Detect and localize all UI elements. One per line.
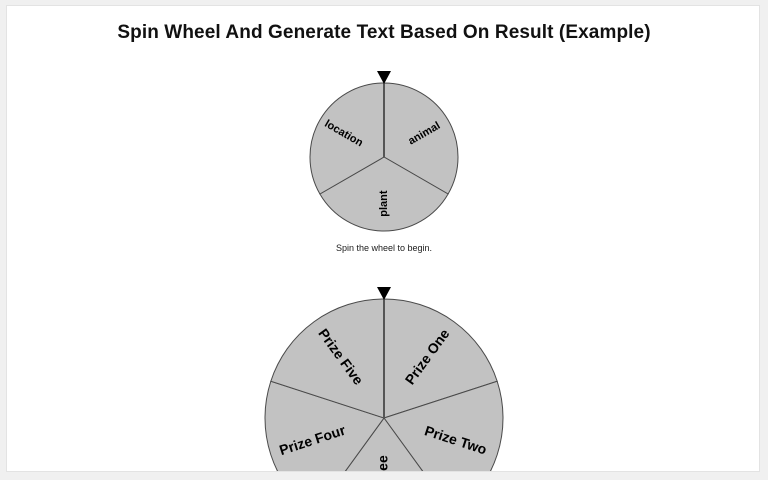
category-wheel-status-text: Spin the wheel to begin.: [335, 243, 433, 253]
triangle-down-pointer-icon: [377, 287, 391, 300]
triangle-down-pointer-icon: [377, 71, 391, 84]
wheel-segment[interactable]: [383, 380, 504, 472]
wheel-segment[interactable]: [383, 82, 459, 195]
page-title: Spin Wheel And Generate Text Based On Re…: [117, 22, 651, 43]
app-card: Spin Wheel And Generate Text Based On Re…: [6, 5, 760, 472]
wheel-segment[interactable]: [383, 298, 498, 419]
wheel-segment[interactable]: [270, 298, 385, 419]
wheel-segment[interactable]: [264, 380, 385, 472]
wheel-segment[interactable]: [309, 82, 385, 195]
wheel-segment[interactable]: [314, 417, 454, 472]
wheel-segment-label: plant: [378, 190, 390, 217]
wheel-segment-label: Prize Three: [375, 455, 391, 472]
